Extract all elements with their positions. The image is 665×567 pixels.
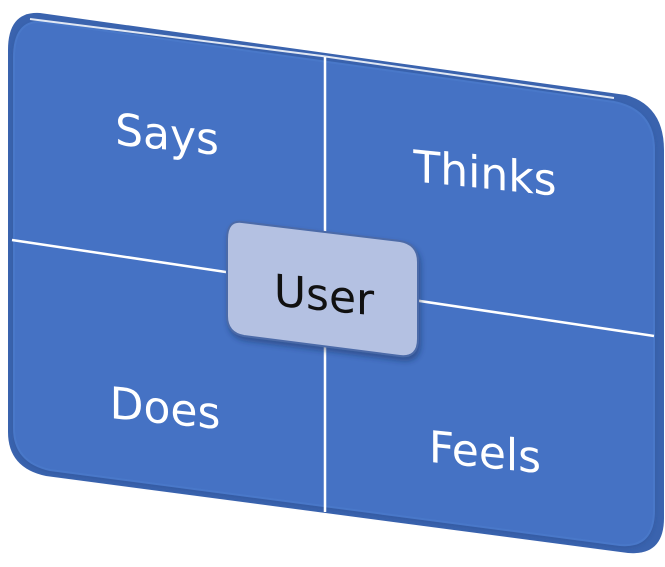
quadrant-feels-label: Feels — [429, 422, 541, 484]
center-user-label: User — [274, 265, 375, 326]
quadrant-says-label: Says — [115, 105, 219, 166]
center-user-box — [226, 220, 419, 358]
panel-top-edge — [29, 18, 615, 99]
quadrant-does-label: Does — [110, 378, 221, 440]
